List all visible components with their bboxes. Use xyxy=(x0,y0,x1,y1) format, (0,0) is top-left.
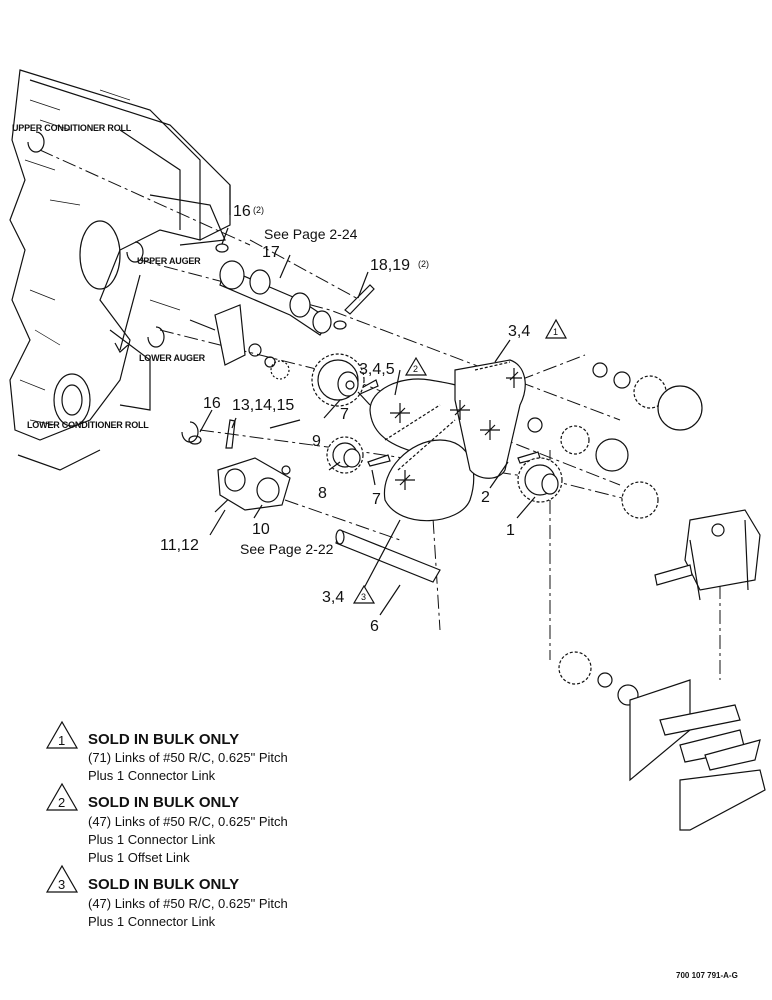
leader-lines xyxy=(199,227,536,616)
note-2: 2 SOLD IN BULK ONLY (47) Links of #50 R/… xyxy=(45,782,288,865)
note-triangle-3 xyxy=(352,584,376,604)
note-2-line-2: Plus 1 Connector Link xyxy=(88,832,216,847)
label-lower-conditioner-roll: LOWER CONDITIONER ROLL xyxy=(27,420,149,430)
coupler-10 xyxy=(217,457,291,511)
note-ref-3: 3 xyxy=(361,592,366,602)
note-1-line-2: Plus 1 Connector Link xyxy=(88,768,216,783)
part-3-4-top: 3,4 xyxy=(508,323,530,340)
note-triangle-1 xyxy=(544,318,568,339)
chain-guard-plates xyxy=(369,359,526,522)
callout-texts: UPPER CONDITIONER ROLL UPPER AUGER LOWER… xyxy=(12,123,206,430)
note-2-line-3: Plus 1 Offset Link xyxy=(88,850,190,865)
rotation-arrows xyxy=(27,131,199,443)
sprocket-1 xyxy=(517,457,563,503)
part-1: 1 xyxy=(506,522,515,539)
gearbox-assembly xyxy=(527,362,766,831)
note-3-triangle xyxy=(45,864,79,893)
note-2-line-1: (47) Links of #50 R/C, 0.625" Pitch xyxy=(88,814,288,829)
note-triangle-2 xyxy=(404,356,428,376)
note-3-heading: SOLD IN BULK ONLY xyxy=(88,876,239,893)
drive-chains xyxy=(384,361,511,471)
note-ref-1: 1 xyxy=(553,327,558,337)
drive-shaft-17 xyxy=(219,260,332,336)
note-1-number: 1 xyxy=(58,733,65,748)
sprocket-9 xyxy=(270,353,365,407)
see-page-2-22: See Page 2-22 xyxy=(240,541,334,557)
note-2-triangle xyxy=(45,782,79,811)
part-6: 6 xyxy=(370,618,379,635)
part-7-lower: 7 xyxy=(372,491,381,508)
part-18-19: 18,19 xyxy=(370,257,410,274)
note-1-line-1: (71) Links of #50 R/C, 0.625" Pitch xyxy=(88,750,288,765)
part-16-upper: 16 xyxy=(233,203,251,220)
part-11-12: 11,12 xyxy=(160,537,199,554)
part-7-upper: 7 xyxy=(340,406,349,423)
notes-block: 1 SOLD IN BULK ONLY (71) Links of #50 R/… xyxy=(45,720,288,929)
note-1-triangle xyxy=(45,720,79,749)
note-3-line-2: Plus 1 Connector Link xyxy=(88,914,216,929)
see-page-2-24: See Page 2-24 xyxy=(264,226,358,242)
part-10: 10 xyxy=(252,521,270,538)
part-9: 9 xyxy=(312,433,321,450)
shaft-6 xyxy=(335,529,441,583)
note-2-heading: SOLD IN BULK ONLY xyxy=(88,794,239,811)
drawing-code: 700 107 791-A-G xyxy=(676,971,738,980)
part-16-qty: (2) xyxy=(253,205,264,215)
frame-housing xyxy=(9,69,231,471)
note-1-heading: SOLD IN BULK ONLY xyxy=(88,731,239,748)
part-18-19-qty: (2) xyxy=(418,259,429,269)
sprocket-8 xyxy=(326,436,364,474)
note-1: 1 SOLD IN BULK ONLY (71) Links of #50 R/… xyxy=(45,720,288,783)
part-16-lower: 16 xyxy=(203,395,221,412)
label-lower-auger: LOWER AUGER xyxy=(139,353,206,363)
part-13-14-15: 13,14,15 xyxy=(232,397,294,414)
part-17: 17 xyxy=(262,244,280,261)
label-upper-auger: UPPER AUGER xyxy=(137,256,201,266)
part-8: 8 xyxy=(318,485,327,502)
part-3-4-bottom: 3,4 xyxy=(322,589,344,606)
part-2: 2 xyxy=(481,489,490,506)
note-3-line-1: (47) Links of #50 R/C, 0.625" Pitch xyxy=(88,896,288,911)
note-2-number: 2 xyxy=(58,795,65,810)
note-3: 3 SOLD IN BULK ONLY (47) Links of #50 R/… xyxy=(45,864,288,929)
note-ref-2: 2 xyxy=(413,364,418,374)
part-3-4-5: 3,4,5 xyxy=(359,361,395,378)
part-numbers: 16 (2) 17 See Page 2-24 18,19 (2) 3,4 1 … xyxy=(160,203,568,635)
label-upper-conditioner-roll: UPPER CONDITIONER ROLL xyxy=(12,123,132,133)
note-3-number: 3 xyxy=(58,877,65,892)
